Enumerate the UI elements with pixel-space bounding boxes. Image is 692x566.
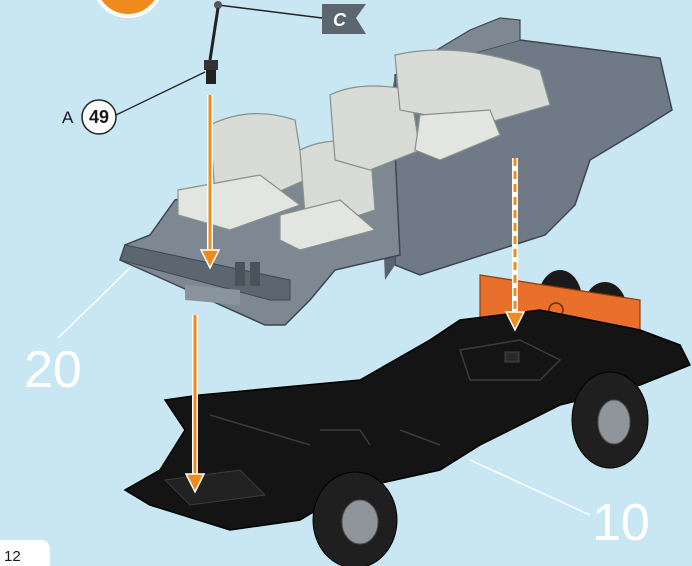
flag-label: C bbox=[333, 10, 347, 30]
body-part-callout: 20 bbox=[24, 268, 130, 399]
car-body-part-20 bbox=[120, 18, 672, 325]
screw-part-a bbox=[204, 1, 222, 84]
pedal bbox=[250, 262, 260, 286]
part-a-number: 49 bbox=[89, 107, 109, 127]
part-a-letter: A bbox=[62, 108, 74, 127]
part-a-callout: 49 A bbox=[62, 72, 205, 134]
page-number: 12 bbox=[4, 548, 21, 565]
flag-c-callout: C bbox=[218, 4, 366, 34]
orange-step-badge bbox=[94, 0, 162, 16]
page-number-tab: 12 bbox=[0, 540, 50, 566]
chassis-part-number: 10 bbox=[592, 494, 650, 552]
chassis-part-callout: 10 bbox=[470, 460, 650, 552]
body-part-number: 20 bbox=[24, 341, 82, 399]
pedal bbox=[235, 262, 245, 286]
